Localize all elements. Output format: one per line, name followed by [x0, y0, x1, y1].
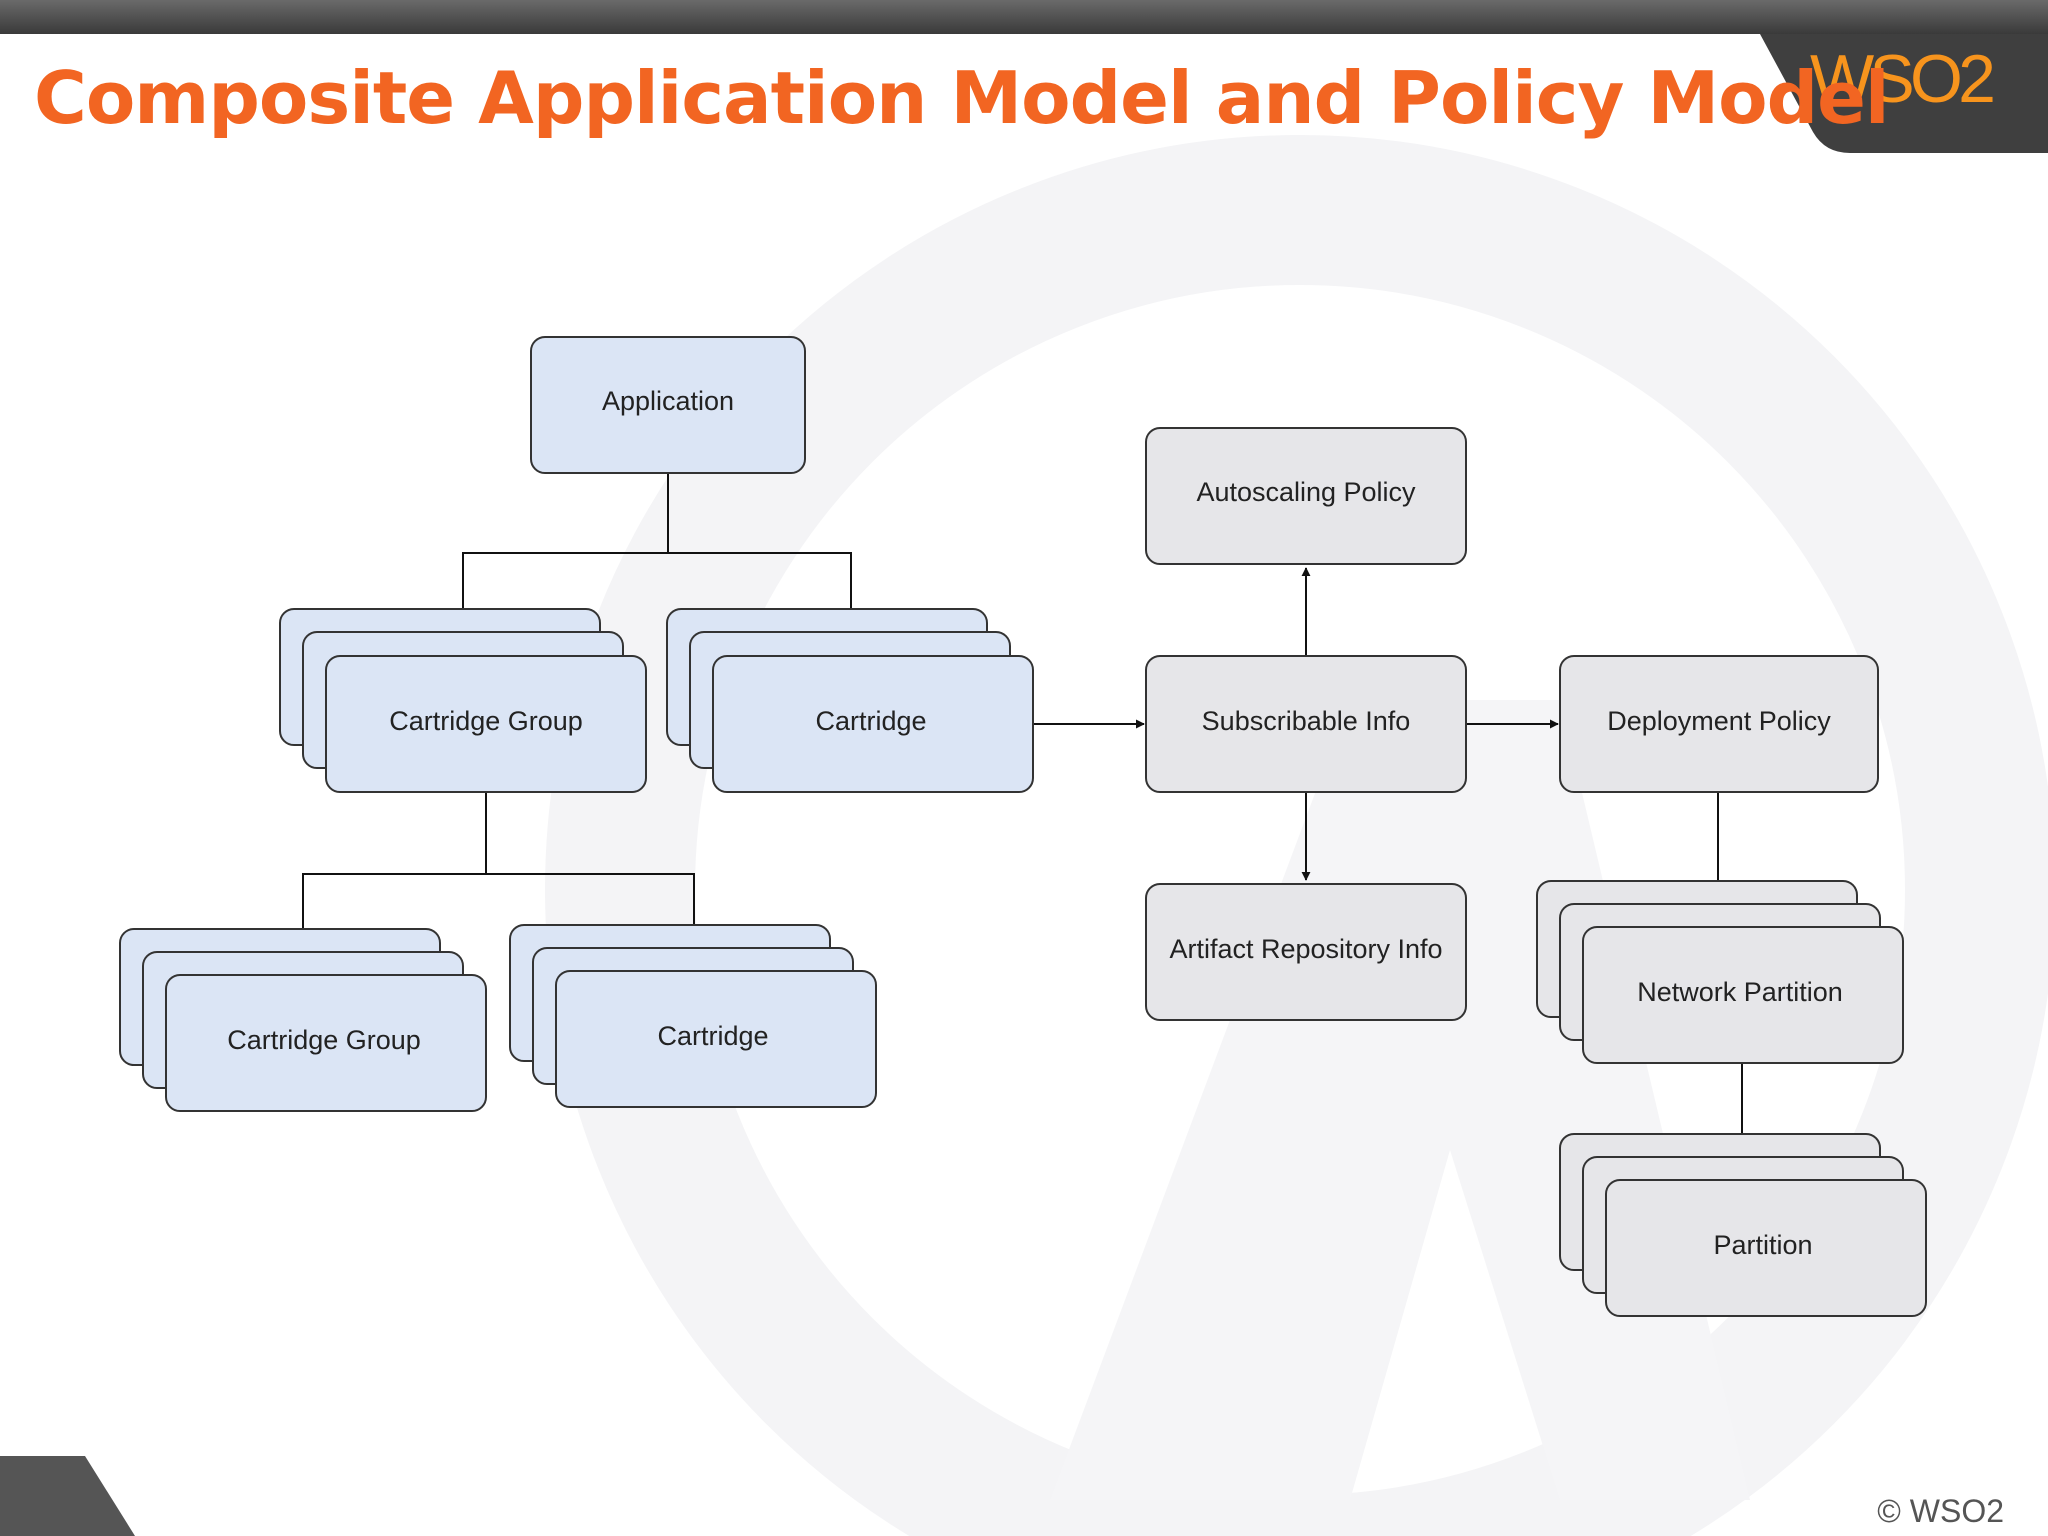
- node-autoscaling-policy: Autoscaling Policy: [1145, 427, 1467, 565]
- copyright-notice: © WSO2: [1877, 1493, 2004, 1529]
- connector-cartridge-group-to-cartridge-group: [298, 793, 487, 951]
- connector-application-to-cartridge: [668, 552, 856, 631]
- node-label-deployment-policy: Deployment Policy: [1607, 706, 1831, 736]
- node-label-partition: Partition: [1713, 1230, 1812, 1260]
- node-cartridge-bottom: Cartridge: [509, 924, 877, 1108]
- node-label-cartridge-group-bottom: Cartridge Group: [227, 1025, 421, 1055]
- node-label-cartridge-bottom: Cartridge: [657, 1021, 768, 1051]
- logo-tab: WSO2: [1760, 34, 2048, 153]
- node-cartridge-group-bottom: Cartridge Group: [119, 928, 487, 1112]
- node-partition: Partition: [1559, 1133, 1927, 1317]
- top-bar: [0, 0, 2048, 34]
- node-network-partition: Network Partition: [1536, 880, 1904, 1064]
- connector-application-to-cartridge-group: [458, 473, 669, 631]
- node-cartridge-group-top: Cartridge Group: [279, 608, 647, 793]
- node-label-cartridge-top: Cartridge: [815, 706, 926, 736]
- node-label-artifact-repository-info: Artifact Repository Info: [1169, 934, 1442, 964]
- node-application: Application: [530, 336, 806, 474]
- page-title: Composite Application Model and Policy M…: [34, 56, 1890, 140]
- node-subscribable-info: Subscribable Info: [1145, 655, 1467, 793]
- node-label-cartridge-group-top: Cartridge Group: [389, 706, 583, 736]
- node-label-application: Application: [602, 386, 734, 416]
- wso2-logo: WSO2: [1810, 41, 1996, 117]
- node-label-subscribable-info: Subscribable Info: [1202, 706, 1411, 736]
- corner-tab: [0, 1456, 135, 1536]
- node-label-network-partition: Network Partition: [1637, 977, 1843, 1007]
- node-artifact-repository-info: Artifact Repository Info: [1145, 883, 1467, 1021]
- node-deployment-policy: Deployment Policy: [1559, 655, 1879, 793]
- node-cartridge-top: Cartridge: [666, 608, 1034, 793]
- node-label-autoscaling-policy: Autoscaling Policy: [1196, 477, 1416, 507]
- connector-cartridge-group-to-cartridge: [486, 873, 699, 945]
